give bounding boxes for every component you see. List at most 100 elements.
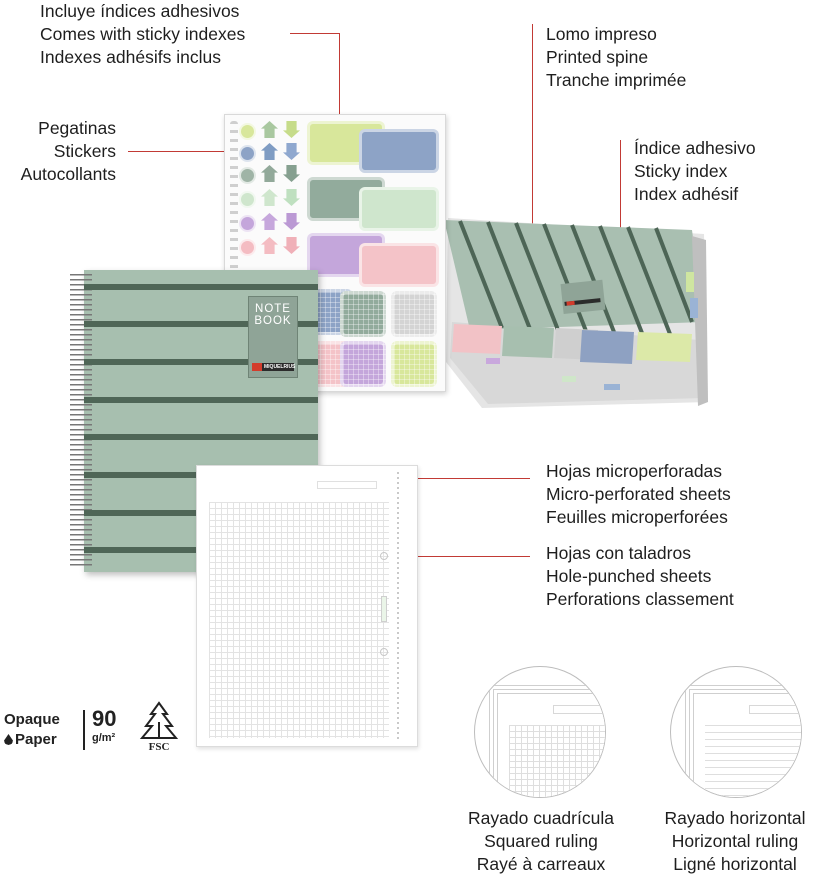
callout-line-microperf-h <box>400 478 530 480</box>
cover-title-box: NOTE BOOK MIQUELRIUS <box>248 296 298 378</box>
text-es: Incluye índices adhesivos <box>40 1 240 21</box>
drop-icon <box>4 734 13 745</box>
sticker-arrow-down <box>283 143 300 160</box>
callout-sticky-index: Índice adhesivo Sticky index Index adhés… <box>634 137 756 206</box>
callout-horizontal-ruling: Rayado horizontal Horizontal ruling Lign… <box>650 807 820 876</box>
sticker-circle <box>239 215 256 232</box>
micro-perforation <box>397 472 399 742</box>
sticker-arrow-up <box>261 165 278 182</box>
index-sticker-mint <box>359 187 439 231</box>
squared-grid <box>209 502 389 738</box>
text-en: Printed spine <box>546 47 649 67</box>
callout-adhesive-indexes: Incluye índices adhesivos Comes with sti… <box>40 0 245 69</box>
open-notebook-illustration <box>444 218 708 408</box>
text-fr: Feuilles microperforées <box>546 507 728 527</box>
sticker-sheet <box>224 114 446 392</box>
cover-title-line2: BOOK <box>254 315 292 327</box>
sticker-circle <box>239 123 256 140</box>
cover-stripe <box>84 359 318 365</box>
callout-printed-spine: Lomo impreso Printed spine Tranche impri… <box>546 23 686 92</box>
sticker-arrow-down <box>283 189 300 206</box>
punch-hole <box>380 552 388 560</box>
sticker-arrow-down <box>283 237 300 254</box>
sticker-arrow-up <box>261 143 278 160</box>
text-fr: Rayé à carreaux <box>476 854 606 874</box>
callout-squared-ruling: Rayado cuadrícula Squared ruling Rayé à … <box>448 807 634 876</box>
header-box <box>749 705 799 714</box>
sticker-circle <box>239 239 256 256</box>
weight-unit: g/m² <box>92 732 116 744</box>
weight-value: 90 <box>92 706 117 731</box>
text-en: Comes with sticky indexes <box>40 24 246 44</box>
callout-line-indexes-v <box>339 33 341 133</box>
text-es: Rayado horizontal <box>664 808 806 828</box>
hole-guide <box>381 596 387 622</box>
text-en: Horizontal ruling <box>671 831 799 851</box>
callout-line-holes-h <box>386 556 530 558</box>
sticker-arrow-up <box>261 237 278 254</box>
text-en: Micro-perforated sheets <box>546 484 731 504</box>
text-fr: Index adhésif <box>634 184 739 204</box>
sticker-arrow-down <box>283 165 300 182</box>
text-en: Squared ruling <box>484 831 598 851</box>
sheet-holes <box>230 121 238 385</box>
text-es: Hojas con taladros <box>546 543 691 563</box>
callout-line-spine-v <box>532 24 534 362</box>
text-fr: Autocollants <box>20 164 116 184</box>
text-en: Stickers <box>53 141 116 161</box>
page-edge <box>489 685 605 797</box>
squared-pattern <box>509 725 605 797</box>
callout-hole-punched: Hojas con taladros Hole-punched sheets P… <box>546 542 734 611</box>
text-fr: Tranche imprimée <box>546 70 687 90</box>
text-fr: Perforations classement <box>546 589 734 609</box>
brand-name: MIQUELRIUS <box>264 364 296 370</box>
squared-ruling-detail <box>474 666 606 798</box>
fsc-text: FSC <box>149 741 170 752</box>
text-es: Índice adhesivo <box>634 138 756 158</box>
squared-sheet <box>196 465 418 747</box>
index-sticker-pink <box>359 243 439 287</box>
text-en: Sticky index <box>634 161 728 181</box>
index-sticker-blue <box>359 129 439 173</box>
paper-text: Paper <box>15 731 57 748</box>
sheet-header-box <box>317 481 377 489</box>
text-fr: Indexes adhésifs inclus <box>40 47 221 67</box>
badge-divider <box>83 710 85 750</box>
punch-hole <box>380 648 388 656</box>
spiral-binding <box>70 272 92 568</box>
opaque-paper-badge: Opaque Paper <box>4 710 60 750</box>
cover-stripe <box>84 434 318 440</box>
lined-pattern <box>705 725 801 797</box>
cover-title-line1: NOTE <box>255 303 291 315</box>
callout-line-indexes-h <box>290 33 340 35</box>
sticker-arrow-up <box>261 121 278 138</box>
square-sticker <box>391 341 437 387</box>
text-es: Rayado cuadrícula <box>468 808 614 828</box>
square-sticker <box>391 291 437 337</box>
horizontal-ruling-detail <box>670 666 802 798</box>
cover-stripe <box>84 397 318 403</box>
cover-stripe <box>84 321 318 327</box>
page-edge <box>685 685 801 797</box>
opaque-text: Opaque <box>4 711 60 728</box>
fsc-logo-icon: FSC <box>139 701 179 752</box>
text-es: Hojas microperforadas <box>546 461 723 481</box>
text-fr: Ligné horizontal <box>673 854 797 874</box>
header-box <box>553 705 603 714</box>
cover-stripe <box>84 284 318 290</box>
paper-weight-badge: 90 g/m² <box>92 706 116 744</box>
sticker-arrow-down <box>283 213 300 230</box>
sticker-arrow-down <box>283 121 300 138</box>
callout-line-stickers-h <box>128 151 250 153</box>
sticker-arrow-up <box>261 213 278 230</box>
sticker-arrow-up <box>261 189 278 206</box>
text-es: Pegatinas <box>38 118 116 138</box>
square-sticker <box>340 291 386 337</box>
sticker-circle <box>239 167 256 184</box>
cover-title: NOTE BOOK <box>249 303 297 327</box>
sticker-circle <box>239 145 256 162</box>
callout-stickers: Pegatinas Stickers Autocollants <box>4 117 116 186</box>
text-en: Hole-punched sheets <box>546 566 712 586</box>
callout-microperforated: Hojas microperforadas Micro-perforated s… <box>546 460 731 529</box>
text-es: Lomo impreso <box>546 24 657 44</box>
